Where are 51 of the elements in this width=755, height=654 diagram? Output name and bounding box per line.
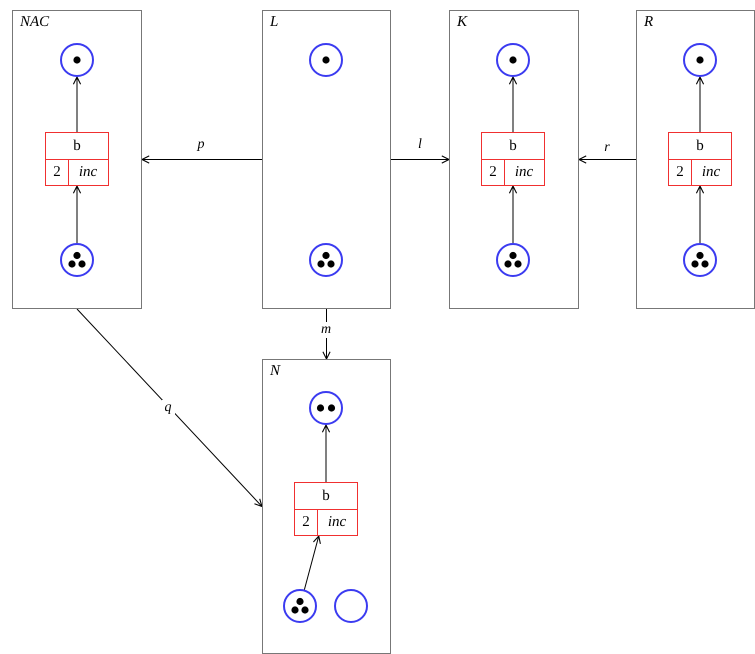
action-label: inc <box>78 163 98 182</box>
transition-name: b <box>508 137 518 156</box>
weight-label: 2 <box>301 513 311 532</box>
arrow <box>72 185 82 244</box>
graph-panel <box>262 10 391 309</box>
panel-title: L <box>270 14 278 31</box>
panel-title: K <box>457 14 468 31</box>
arrow <box>578 155 636 164</box>
arrow <box>141 155 262 164</box>
arrow <box>322 308 331 360</box>
action-label: inc <box>326 513 348 532</box>
action-label: inc <box>514 163 534 182</box>
edge-label: q <box>162 400 174 416</box>
place-circle <box>309 43 343 77</box>
transition-name: b <box>695 137 705 156</box>
place-circle <box>309 391 343 425</box>
action-label: inc <box>700 163 722 182</box>
place-circle <box>334 589 368 623</box>
arrow <box>390 155 450 164</box>
arrow <box>72 76 82 132</box>
place-circle <box>60 43 94 77</box>
graph-panel <box>636 10 755 309</box>
arrow <box>696 76 704 132</box>
arrow <box>322 424 330 482</box>
arrow <box>304 535 321 590</box>
weight-label: 2 <box>675 163 685 182</box>
place-circle <box>496 43 530 77</box>
transition-name: b <box>72 137 82 156</box>
arrow <box>696 185 704 244</box>
transition-box <box>668 132 732 186</box>
graph-panel <box>262 359 391 654</box>
panel-title: NAC <box>20 14 50 31</box>
transition-box <box>45 132 109 186</box>
place-circle <box>496 243 530 277</box>
graph-panel <box>449 10 579 309</box>
graph-panel <box>12 10 142 309</box>
transition-name: b <box>321 487 331 506</box>
place-circle <box>60 243 94 277</box>
arrow <box>76 308 263 508</box>
place-circle <box>683 243 717 277</box>
weight-label: 2 <box>52 163 62 182</box>
panel-title: R <box>644 14 654 31</box>
place-circle <box>683 43 717 77</box>
arrow <box>508 185 518 244</box>
weight-label: 2 <box>488 163 498 182</box>
transition-box <box>294 482 358 536</box>
place-circle <box>283 589 317 623</box>
arrow <box>508 76 518 132</box>
panel-title: N <box>270 363 280 380</box>
place-circle <box>309 243 343 277</box>
transition-box <box>481 132 545 186</box>
